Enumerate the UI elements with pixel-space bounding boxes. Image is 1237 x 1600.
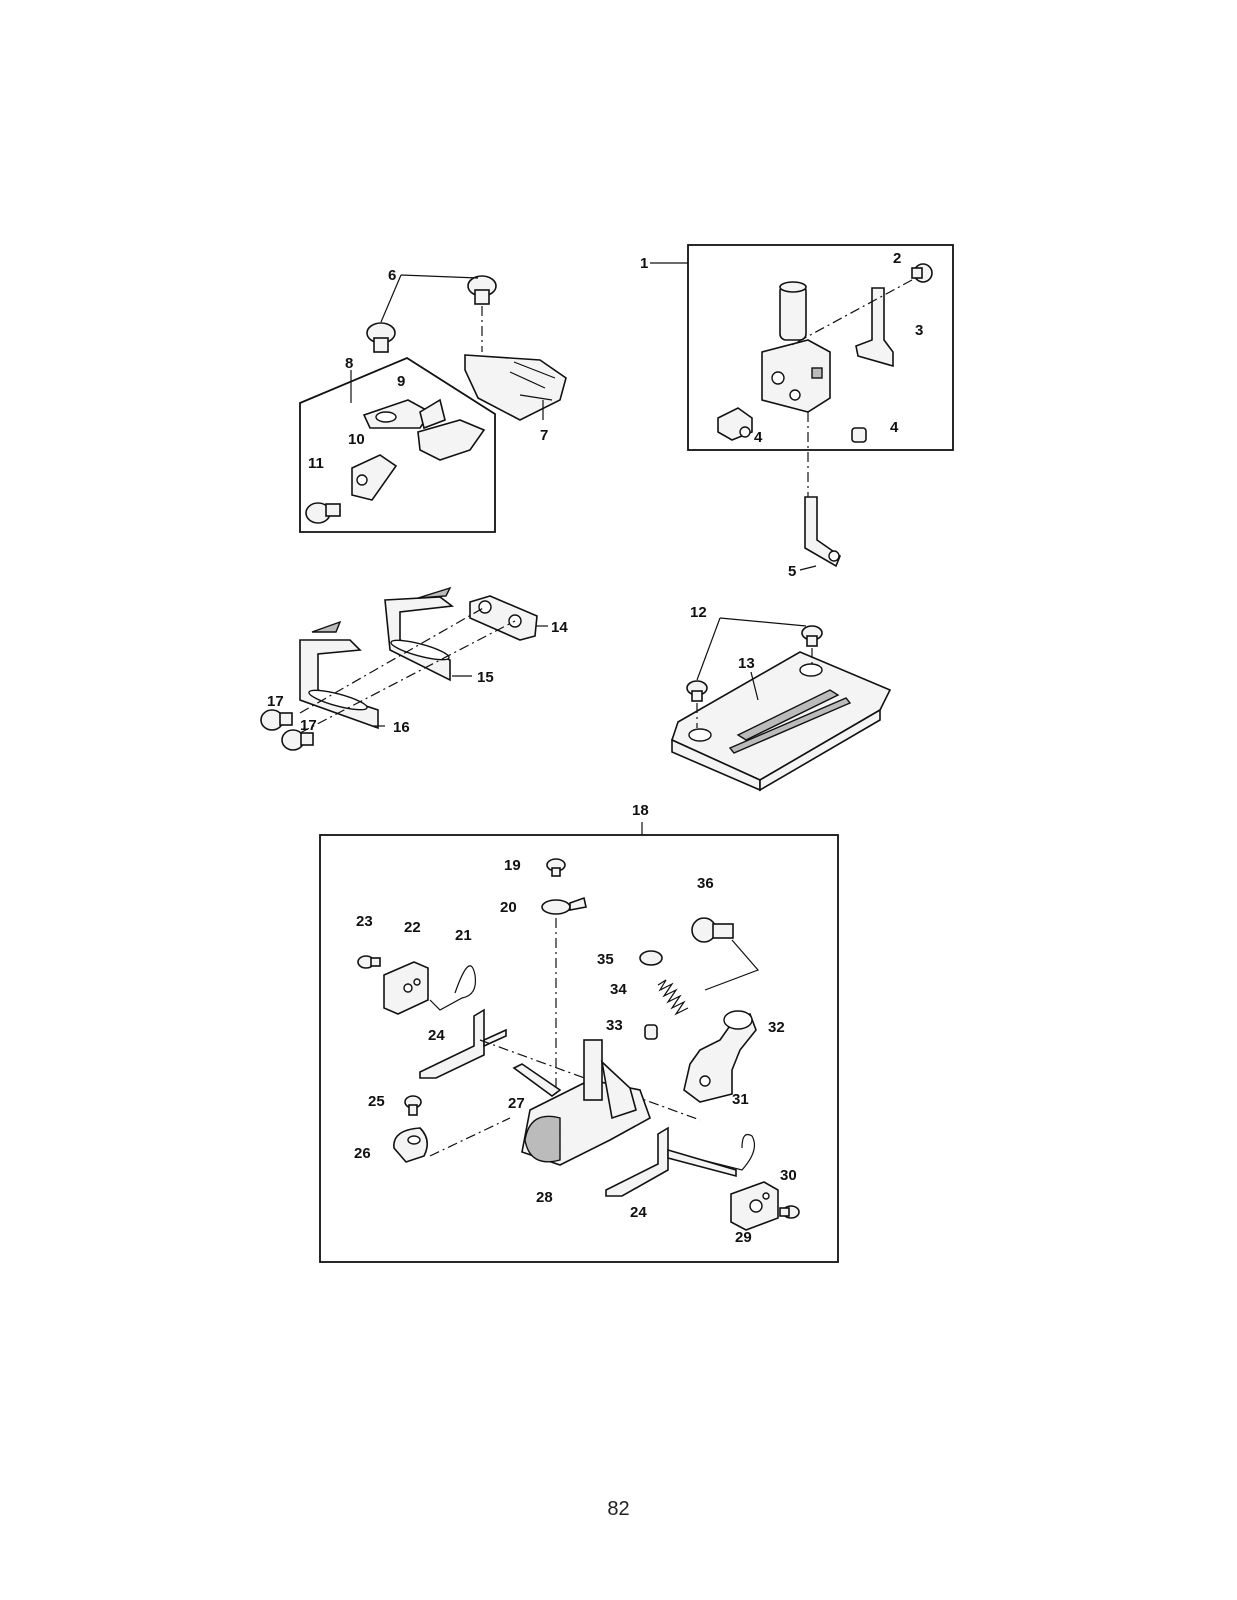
callout-24-lower: 24 (630, 1204, 647, 1221)
callout-3: 3 (915, 322, 923, 339)
callout-7: 7 (540, 427, 548, 444)
callout-8: 8 (345, 355, 353, 372)
callout-27: 27 (508, 1095, 525, 1112)
callout-32: 32 (768, 1019, 785, 1036)
callout-5: 5 (788, 563, 796, 580)
callout-23: 23 (356, 913, 373, 930)
callout-35: 35 (597, 951, 614, 968)
callout-30: 30 (780, 1167, 797, 1184)
callout-18: 18 (632, 802, 649, 819)
callout-20: 20 (500, 899, 517, 916)
callout-17-bottom: 17 (300, 717, 317, 734)
callout-13: 13 (738, 655, 755, 672)
needle-bar-assembly (650, 244, 954, 571)
callout-19: 19 (504, 857, 521, 874)
callout-12: 12 (690, 604, 707, 621)
callout-2: 2 (893, 250, 901, 267)
callout-11: 11 (308, 455, 324, 472)
callout-29: 29 (735, 1229, 752, 1246)
callout-4-left: 4 (754, 429, 763, 446)
edge-guide-parts (260, 586, 548, 751)
callout-22: 22 (404, 919, 421, 936)
callout-labels: 1 2 3 4 4 5 6 7 8 9 10 11 12 13 14 15 16… (267, 250, 923, 1246)
callout-24-upper: 24 (428, 1027, 445, 1044)
callout-15: 15 (477, 669, 494, 686)
callout-6: 6 (388, 267, 396, 284)
callout-4-right: 4 (890, 419, 899, 436)
callout-36: 36 (697, 875, 714, 892)
callout-10: 10 (348, 431, 365, 448)
callout-25: 25 (368, 1093, 385, 1110)
callout-34: 34 (610, 981, 627, 998)
callout-26: 26 (354, 1145, 371, 1162)
presser-foot-assembly (319, 822, 839, 1263)
callout-1: 1 (640, 255, 648, 272)
callout-28: 28 (536, 1189, 553, 1206)
callout-14: 14 (551, 619, 568, 636)
callout-17-top: 17 (267, 693, 284, 710)
callout-33: 33 (606, 1017, 623, 1034)
callout-21: 21 (455, 927, 472, 944)
callout-31: 31 (732, 1091, 749, 1108)
feed-dog-assembly (299, 274, 567, 533)
page-number: 82 (607, 1498, 630, 1520)
callout-16: 16 (393, 719, 410, 736)
callout-9: 9 (397, 373, 405, 390)
needle-plate-parts (671, 617, 892, 792)
